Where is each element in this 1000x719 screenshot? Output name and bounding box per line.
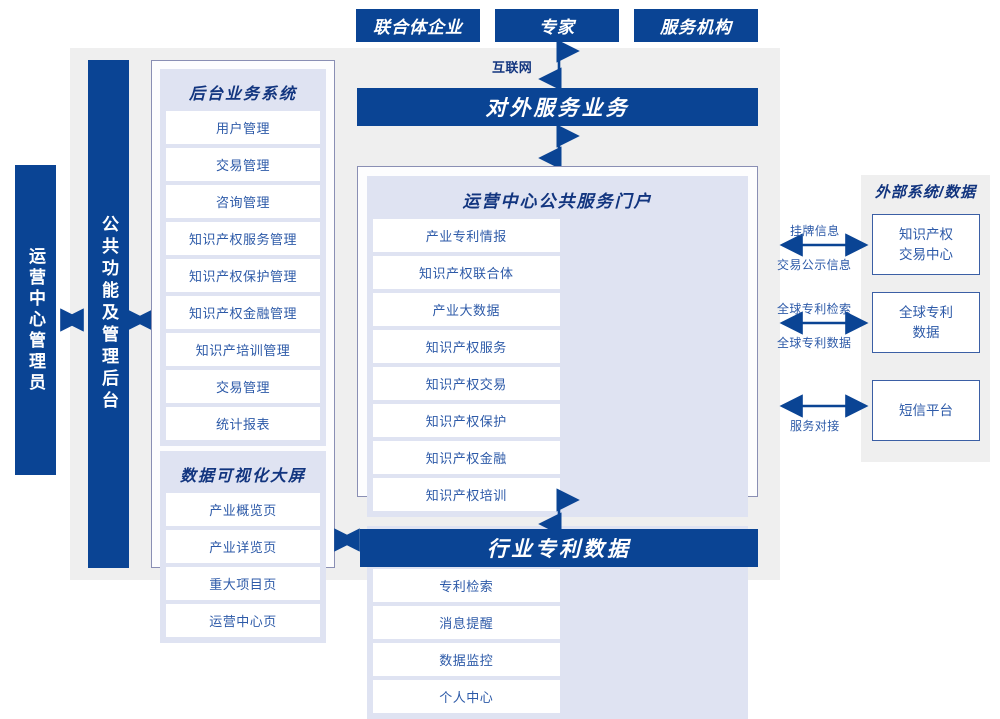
list-item[interactable]: 知识产权保护管理 bbox=[166, 259, 320, 292]
mini-program-grid: 专利检索 消息提醒 数据监控 个人中心 bbox=[373, 569, 742, 713]
list-item[interactable]: 知识产权保护 bbox=[373, 404, 560, 437]
list-item[interactable]: 产业专利情报 bbox=[373, 219, 560, 252]
external-box-line2: 数据 bbox=[912, 324, 940, 340]
list-item[interactable]: 知识产权服务管理 bbox=[166, 222, 320, 255]
backend-connector-arrow bbox=[125, 308, 155, 332]
internet-connector-arrow bbox=[538, 39, 580, 91]
data-visualization-title: 数据可视化大屏 bbox=[179, 468, 306, 485]
operations-center-admin-label: 运营中心管理员 bbox=[26, 246, 45, 394]
backend-panel: 后台业务系统 用户管理 交易管理 咨询管理 知识产权服务管理 知识产权保护管理 … bbox=[151, 60, 335, 643]
actor-label: 服务机构 bbox=[660, 18, 732, 37]
list-item[interactable]: 交易管理 bbox=[166, 370, 320, 403]
public-portal-group: 运营中心公共服务门户 产业专利情报 知识产权联合体 产业大数据 知识产权服务 知… bbox=[367, 176, 748, 517]
list-item[interactable]: 数据监控 bbox=[373, 643, 560, 676]
external-service-bar[interactable]: 对外服务业务 bbox=[357, 88, 758, 126]
external-box-ip-trading-center[interactable]: 知识产权 交易中心 bbox=[872, 214, 980, 275]
external-box-global-patent-data[interactable]: 全球专利 数据 bbox=[872, 292, 980, 353]
list-item[interactable]: 知识产培训管理 bbox=[166, 333, 320, 366]
external-systems-title: 外部系统/数据 bbox=[874, 184, 977, 201]
actor-box-expert[interactable]: 专家 bbox=[495, 9, 619, 42]
industry-patent-data-label: 行业专利数据 bbox=[487, 538, 631, 561]
external-box-sms-platform[interactable]: 短信平台 bbox=[872, 380, 980, 441]
actor-box-service-org[interactable]: 服务机构 bbox=[634, 9, 758, 42]
center-services-panel: 运营中心公共服务门户 产业专利情报 知识产权联合体 产业大数据 知识产权服务 知… bbox=[357, 166, 758, 719]
list-item[interactable]: 产业详览页 bbox=[166, 530, 320, 563]
list-item[interactable]: 产业大数据 bbox=[373, 293, 560, 326]
actor-label: 联合体企业 bbox=[373, 18, 463, 37]
list-item[interactable]: 用户管理 bbox=[166, 111, 320, 144]
external-box-line2: 交易中心 bbox=[899, 246, 953, 262]
backend-system-list: 用户管理 交易管理 咨询管理 知识产权服务管理 知识产权保护管理 知识产权金融管… bbox=[166, 111, 320, 440]
external-box-line1: 知识产权 bbox=[899, 226, 953, 242]
external-label-listing-info: 挂牌信息 bbox=[790, 224, 840, 238]
external-label-global-patent-search: 全球专利检索 bbox=[777, 302, 852, 316]
list-item[interactable]: 知识产权培训 bbox=[373, 478, 560, 511]
industry-patent-data-bar[interactable]: 行业专利数据 bbox=[360, 529, 758, 567]
actor-label: 专家 bbox=[539, 18, 575, 37]
list-item[interactable]: 知识产权金融 bbox=[373, 441, 560, 474]
external-arrow-sms bbox=[776, 394, 872, 418]
external-label-service-docking: 服务对接 bbox=[790, 419, 840, 433]
actor-box-consortium[interactable]: 联合体企业 bbox=[356, 9, 480, 42]
list-item[interactable]: 交易管理 bbox=[166, 148, 320, 181]
list-item[interactable]: 专利检索 bbox=[373, 569, 560, 602]
internet-label: 互联网 bbox=[492, 60, 533, 75]
backend-system-title: 后台业务系统 bbox=[188, 86, 297, 103]
external-label-global-patent-data: 全球专利数据 bbox=[777, 336, 852, 350]
service-to-portal-arrow bbox=[538, 124, 580, 170]
data-visualization-group: 数据可视化大屏 产业概览页 产业详览页 重大项目页 运营中心页 bbox=[160, 451, 326, 643]
external-service-label: 对外服务业务 bbox=[485, 97, 630, 120]
backend-to-data-arrow bbox=[334, 528, 360, 552]
public-function-admin-bar[interactable]: 公共功能及管理后台 bbox=[88, 60, 129, 568]
list-item[interactable]: 知识产权交易 bbox=[373, 367, 560, 400]
list-item[interactable]: 个人中心 bbox=[373, 680, 560, 713]
list-item[interactable]: 知识产权金融管理 bbox=[166, 296, 320, 329]
list-item[interactable]: 运营中心页 bbox=[166, 604, 320, 637]
list-item[interactable]: 消息提醒 bbox=[373, 606, 560, 639]
list-item[interactable]: 知识产权服务 bbox=[373, 330, 560, 363]
external-arrow-ip-trading bbox=[776, 233, 872, 257]
public-portal-title: 运营中心公共服务门户 bbox=[462, 192, 653, 211]
list-item[interactable]: 统计报表 bbox=[166, 407, 320, 440]
backend-system-group: 后台业务系统 用户管理 交易管理 咨询管理 知识产权服务管理 知识产权保护管理 … bbox=[160, 69, 326, 446]
operations-center-admin-bar[interactable]: 运营中心管理员 bbox=[15, 165, 56, 475]
list-item[interactable]: 产业概览页 bbox=[166, 493, 320, 526]
list-item[interactable]: 咨询管理 bbox=[166, 185, 320, 218]
external-box-line1: 短信平台 bbox=[899, 402, 953, 418]
public-function-admin-label: 公共功能及管理后台 bbox=[99, 215, 118, 413]
admin-to-backend-arrow bbox=[56, 308, 88, 332]
list-item[interactable]: 知识产权联合体 bbox=[373, 256, 560, 289]
list-item[interactable]: 重大项目页 bbox=[166, 567, 320, 600]
external-arrow-global-patent bbox=[776, 311, 872, 335]
external-label-trade-public-info: 交易公示信息 bbox=[777, 258, 852, 272]
data-visualization-list: 产业概览页 产业详览页 重大项目页 运营中心页 bbox=[166, 493, 320, 637]
portal-to-data-arrow bbox=[538, 488, 580, 536]
external-box-line1: 全球专利 bbox=[899, 304, 953, 320]
public-portal-grid: 产业专利情报 知识产权联合体 产业大数据 知识产权服务 知识产权交易 知识产权保… bbox=[373, 219, 742, 511]
